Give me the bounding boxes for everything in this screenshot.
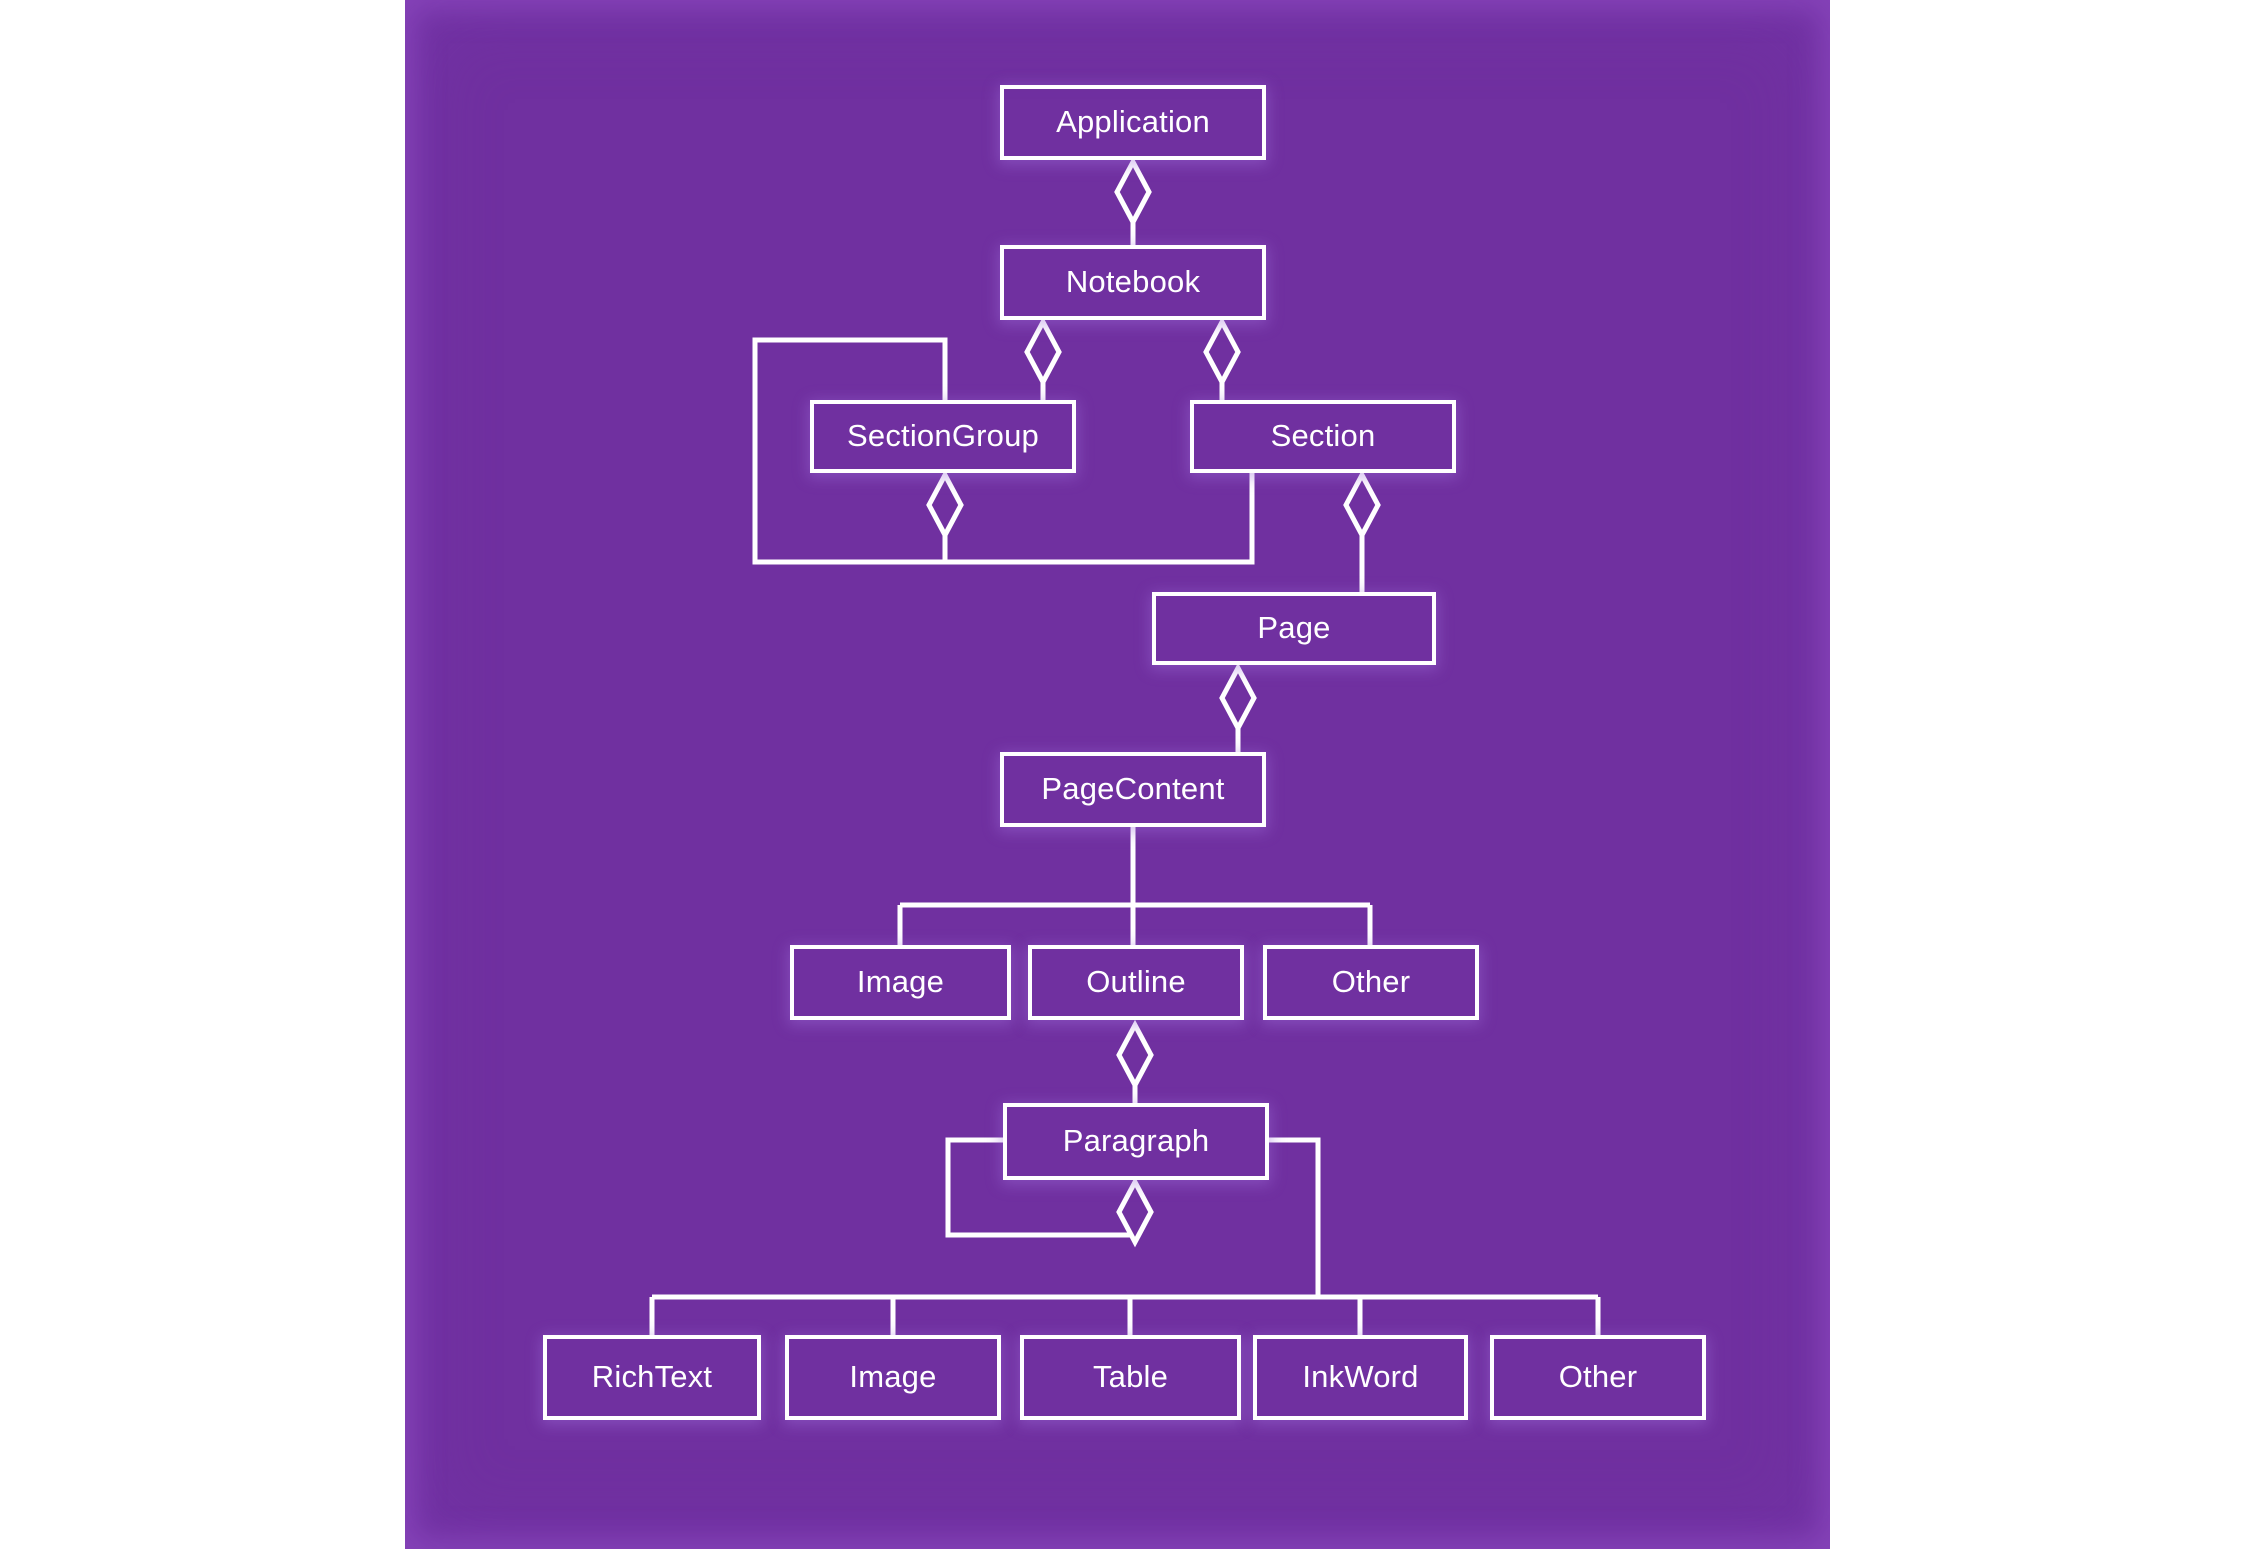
node-other-paragraph[interactable]: Other: [1490, 1335, 1706, 1420]
node-table[interactable]: Table: [1020, 1335, 1241, 1420]
node-other-pagecontent[interactable]: Other: [1263, 945, 1479, 1020]
node-application[interactable]: Application: [1000, 85, 1266, 160]
uml-diagram: Application Notebook SectionGroup Sectio…: [405, 0, 1830, 1549]
node-image-paragraph[interactable]: Image: [785, 1335, 1001, 1420]
diamond-section-page: [1343, 469, 1381, 541]
link-paragraph-bottom-stem: [1269, 1137, 1321, 1297]
node-label: Image: [856, 964, 945, 999]
node-label: Table: [1092, 1359, 1169, 1394]
node-label: Outline: [1086, 964, 1186, 999]
node-label: Page: [1257, 610, 1331, 645]
node-page[interactable]: Page: [1152, 592, 1436, 665]
diamond-application-notebook: [1114, 156, 1152, 228]
node-label: Image: [849, 1359, 937, 1394]
node-pagecontent[interactable]: PageContent: [1000, 752, 1266, 827]
diamond-notebook-section: [1203, 316, 1241, 388]
node-label: Other: [1331, 964, 1411, 999]
node-inkword[interactable]: InkWord: [1253, 1335, 1468, 1420]
diamond-page-pagecontent: [1219, 662, 1257, 734]
node-label: InkWord: [1302, 1359, 1419, 1394]
node-sectiongroup[interactable]: SectionGroup: [810, 400, 1076, 473]
node-label: Notebook: [1065, 264, 1201, 299]
node-label: PageContent: [1041, 771, 1225, 806]
node-notebook[interactable]: Notebook: [1000, 245, 1266, 320]
diamond-sectiongroup-self: [926, 469, 964, 541]
node-label: Section: [1270, 418, 1376, 453]
node-label: Paragraph: [1062, 1123, 1210, 1158]
diamond-outline-paragraph: [1116, 1019, 1154, 1091]
purple-panel: Application Notebook SectionGroup Sectio…: [405, 0, 1830, 1549]
node-label: SectionGroup: [847, 418, 1039, 453]
node-image-pagecontent[interactable]: Image: [790, 945, 1011, 1020]
node-paragraph[interactable]: Paragraph: [1003, 1103, 1269, 1180]
node-label: RichText: [591, 1359, 713, 1394]
node-outline[interactable]: Outline: [1028, 945, 1244, 1020]
node-label: Other: [1558, 1359, 1638, 1394]
diamond-notebook-sectiongroup: [1024, 316, 1062, 388]
node-richtext[interactable]: RichText: [543, 1335, 761, 1420]
diamond-paragraph-self: [1116, 1176, 1154, 1248]
link-section-sectiongroup: [945, 473, 1255, 565]
node-label: Application: [1056, 104, 1210, 139]
node-section[interactable]: Section: [1190, 400, 1456, 473]
